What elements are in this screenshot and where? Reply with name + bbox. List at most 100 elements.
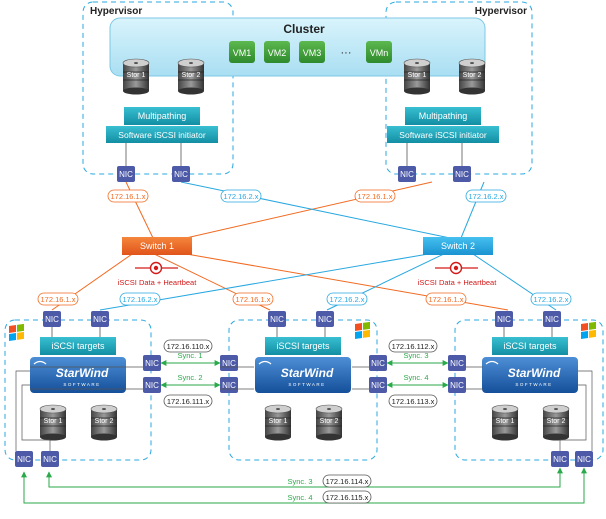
subnet-pill: 172.16.113.x <box>388 394 438 408</box>
svg-text:iSCSI Data + Heartbeat: iSCSI Data + Heartbeat <box>118 278 197 287</box>
starwind-box <box>255 357 351 393</box>
subnet-pill: 172.16.110.x <box>163 339 213 353</box>
starwind-sub-text: SOFTWARE <box>63 382 100 387</box>
starwind-swoosh-icon <box>258 360 272 365</box>
subnet-pill-label: 172.16.1.x <box>110 192 145 201</box>
subnet-pill: 172.16.1.x <box>37 292 79 306</box>
nic-card: NIC <box>117 166 135 182</box>
iscsi-targets-box <box>265 337 341 355</box>
subnet-pill: 172.16.112.x <box>388 339 438 353</box>
nic-card: NIC <box>369 355 387 371</box>
vm-label: VM1 <box>233 48 252 58</box>
nic-card: NIC <box>495 311 513 327</box>
subnet-pill-label: 172.16.2.x <box>329 295 364 304</box>
nic-label: NIC <box>43 455 57 464</box>
storage-disk-label: Stor 2 <box>95 418 114 425</box>
storage-disk-icon: Stor 1 <box>491 404 519 441</box>
subnet-pill-label: 172.16.113.x <box>392 397 435 406</box>
subnet-pill-label: 172.16.111.x <box>167 397 210 406</box>
subnet-pill: 172.16.1.x <box>232 292 274 306</box>
nic-card: NIC <box>448 355 466 371</box>
nic-label: NIC <box>45 315 59 324</box>
subnet-pill: 172.16.2.x <box>119 292 161 306</box>
nic-label: NIC <box>93 315 107 324</box>
nic-card: NIC <box>448 377 466 393</box>
storage-disk-icon: Stor 1 <box>403 58 431 95</box>
sync-label: Sync. 4 <box>287 493 312 502</box>
vm-box <box>299 41 325 63</box>
subnet-pill-label: 172.16.2.x <box>122 295 157 304</box>
flow-indicator-right: iSCSI Data + Heartbeat <box>418 261 497 287</box>
vm-group: VM1 VM2 VM3 ··· VMn <box>229 41 392 63</box>
sync-label: Sync. 1 <box>177 351 202 360</box>
storage-disk-label: Stor 1 <box>44 418 63 425</box>
storage-disk-icon: Stor 1 <box>39 404 67 441</box>
nic-card: NIC <box>316 311 334 327</box>
starwind-logo-text: StarWind <box>508 366 561 380</box>
storage-disk-icon: Stor 2 <box>458 58 486 95</box>
cluster-title: Cluster <box>283 22 325 36</box>
sync-label: Sync. 3 <box>287 477 312 486</box>
multipathing-box <box>124 107 200 125</box>
iscsi-targets-label: iSCSI targets <box>503 341 557 351</box>
nic-card: NIC <box>43 311 61 327</box>
subnet-pill: 172.16.2.x <box>220 189 262 203</box>
nic-card: NIC <box>143 355 161 371</box>
subnet-pill-label: 172.16.1.x <box>235 295 270 304</box>
iscsi-targets-box <box>40 337 116 355</box>
nic-label: NIC <box>270 315 284 324</box>
nic-label: NIC <box>450 381 464 390</box>
storage-disk-icon: Stor 2 <box>315 404 343 441</box>
iscsi-initiator-label: Software iSCSI initiator <box>399 130 487 140</box>
vm-box <box>366 41 392 63</box>
hypervisor-label-left: Hypervisor <box>90 6 142 17</box>
subnet-pill-label: 172.16.1.x <box>357 192 392 201</box>
subnet-pill-label: 172.16.115.x <box>326 493 369 502</box>
subnet-pill: 172.16.111.x <box>163 394 213 408</box>
nic-label: NIC <box>318 315 332 324</box>
windows-logo-icon <box>355 321 370 339</box>
vm-box <box>229 41 255 63</box>
nic-card: NIC <box>453 166 471 182</box>
nic-card: NIC <box>91 311 109 327</box>
starwind-logo-text: StarWind <box>56 366 109 380</box>
switch-2 <box>423 237 493 255</box>
iscsi-initiator-box <box>387 126 499 143</box>
nic-card: NIC <box>398 166 416 182</box>
starwind-logo-text: StarWind <box>281 366 334 380</box>
sync-label: Sync. 2 <box>177 373 202 382</box>
nic-card: NIC <box>220 377 238 393</box>
storage-disk-label: Stor 2 <box>463 72 482 79</box>
nic-label: NIC <box>222 381 236 390</box>
nic-card: NIC <box>369 377 387 393</box>
sync-label: Sync. 3 <box>403 351 428 360</box>
storage-disk-label: Stor 1 <box>127 72 146 79</box>
vm-label: VM3 <box>303 48 322 58</box>
nic-label: NIC <box>145 359 159 368</box>
starwind-box <box>30 357 126 393</box>
windows-logo-icon <box>9 323 24 341</box>
windows-logo-icon <box>581 321 596 339</box>
multipathing-box <box>405 107 481 125</box>
nic-label: NIC <box>371 381 385 390</box>
subnet-pill: 172.16.2.x <box>530 292 572 306</box>
iscsi-initiator-box <box>106 126 218 143</box>
storage-disk-label: Stor 2 <box>182 72 201 79</box>
subnet-pill-label: 172.16.112.x <box>392 342 435 351</box>
vm-label: VM2 <box>268 48 287 58</box>
nic-label: NIC <box>371 359 385 368</box>
nic-label: NIC <box>450 359 464 368</box>
storage-disk-icon: Stor 1 <box>264 404 292 441</box>
storage-disk-icon: Stor 2 <box>90 404 118 441</box>
nic-card: NIC <box>220 355 238 371</box>
nic-card: NIC <box>172 166 190 182</box>
hypervisor-box-left <box>82 1 234 175</box>
nic-label: NIC <box>553 455 567 464</box>
starwind-swoosh-icon <box>33 360 47 365</box>
subnet-pill: 172.16.1.x <box>354 189 396 203</box>
sync-loop-lines <box>21 467 587 504</box>
subnet-pill: 172.16.2.x <box>465 189 507 203</box>
